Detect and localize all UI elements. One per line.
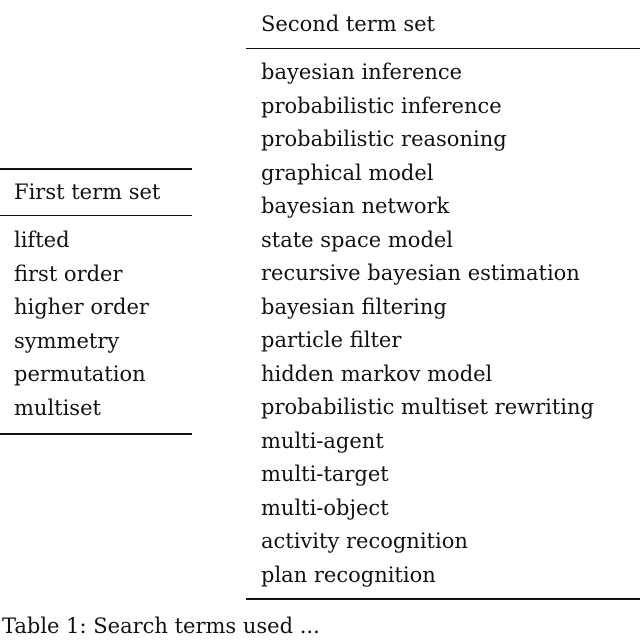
- second-term-set-rows: bayesian inference probabilistic inferen…: [246, 49, 640, 598]
- table-row: bayesian filtering: [261, 294, 447, 319]
- table-row: symmetry: [14, 328, 120, 353]
- table-row: graphical model: [261, 160, 434, 185]
- table-row: probabilistic multiset rewriting: [261, 395, 594, 420]
- table-row: multiset: [14, 395, 101, 420]
- table-row: recursive bayesian estimation: [261, 261, 580, 286]
- table-row: permutation: [14, 362, 146, 387]
- first-term-set-table: First term set lifted first order higher…: [0, 168, 192, 436]
- mid-rule: [246, 48, 640, 50]
- table-row: probabilistic inference: [261, 93, 502, 118]
- table-row: bayesian network: [261, 194, 450, 219]
- table-row: multi-target: [261, 462, 389, 487]
- bottom-rule: [246, 598, 640, 601]
- mid-rule: [0, 215, 192, 217]
- table-row: lifted: [14, 228, 70, 253]
- table-row: hidden markov model: [261, 361, 493, 386]
- table-row: bayesian inference: [261, 60, 463, 85]
- table-row: plan recognition: [261, 562, 436, 587]
- table-caption: Table 1: Search terms used ...: [2, 614, 320, 638]
- second-term-set-header: Second term set: [261, 12, 435, 36]
- bottom-rule: [0, 433, 192, 436]
- second-term-set-table: Second term set bayesian inference proba…: [246, 0, 640, 601]
- table-row: probabilistic reasoning: [261, 127, 507, 152]
- table-row: higher order: [14, 295, 149, 320]
- table-row: multi-agent: [261, 428, 384, 453]
- first-term-set-header: First term set: [14, 180, 161, 204]
- first-term-set-rows: lifted first order higher order symmetry…: [0, 216, 192, 433]
- table-row: first order: [14, 261, 123, 286]
- table-row: activity recognition: [261, 529, 468, 554]
- table-row: particle filter: [261, 328, 402, 353]
- top-rule: [0, 168, 192, 170]
- table-row: multi-object: [261, 495, 389, 520]
- table-row: state space model: [261, 227, 454, 252]
